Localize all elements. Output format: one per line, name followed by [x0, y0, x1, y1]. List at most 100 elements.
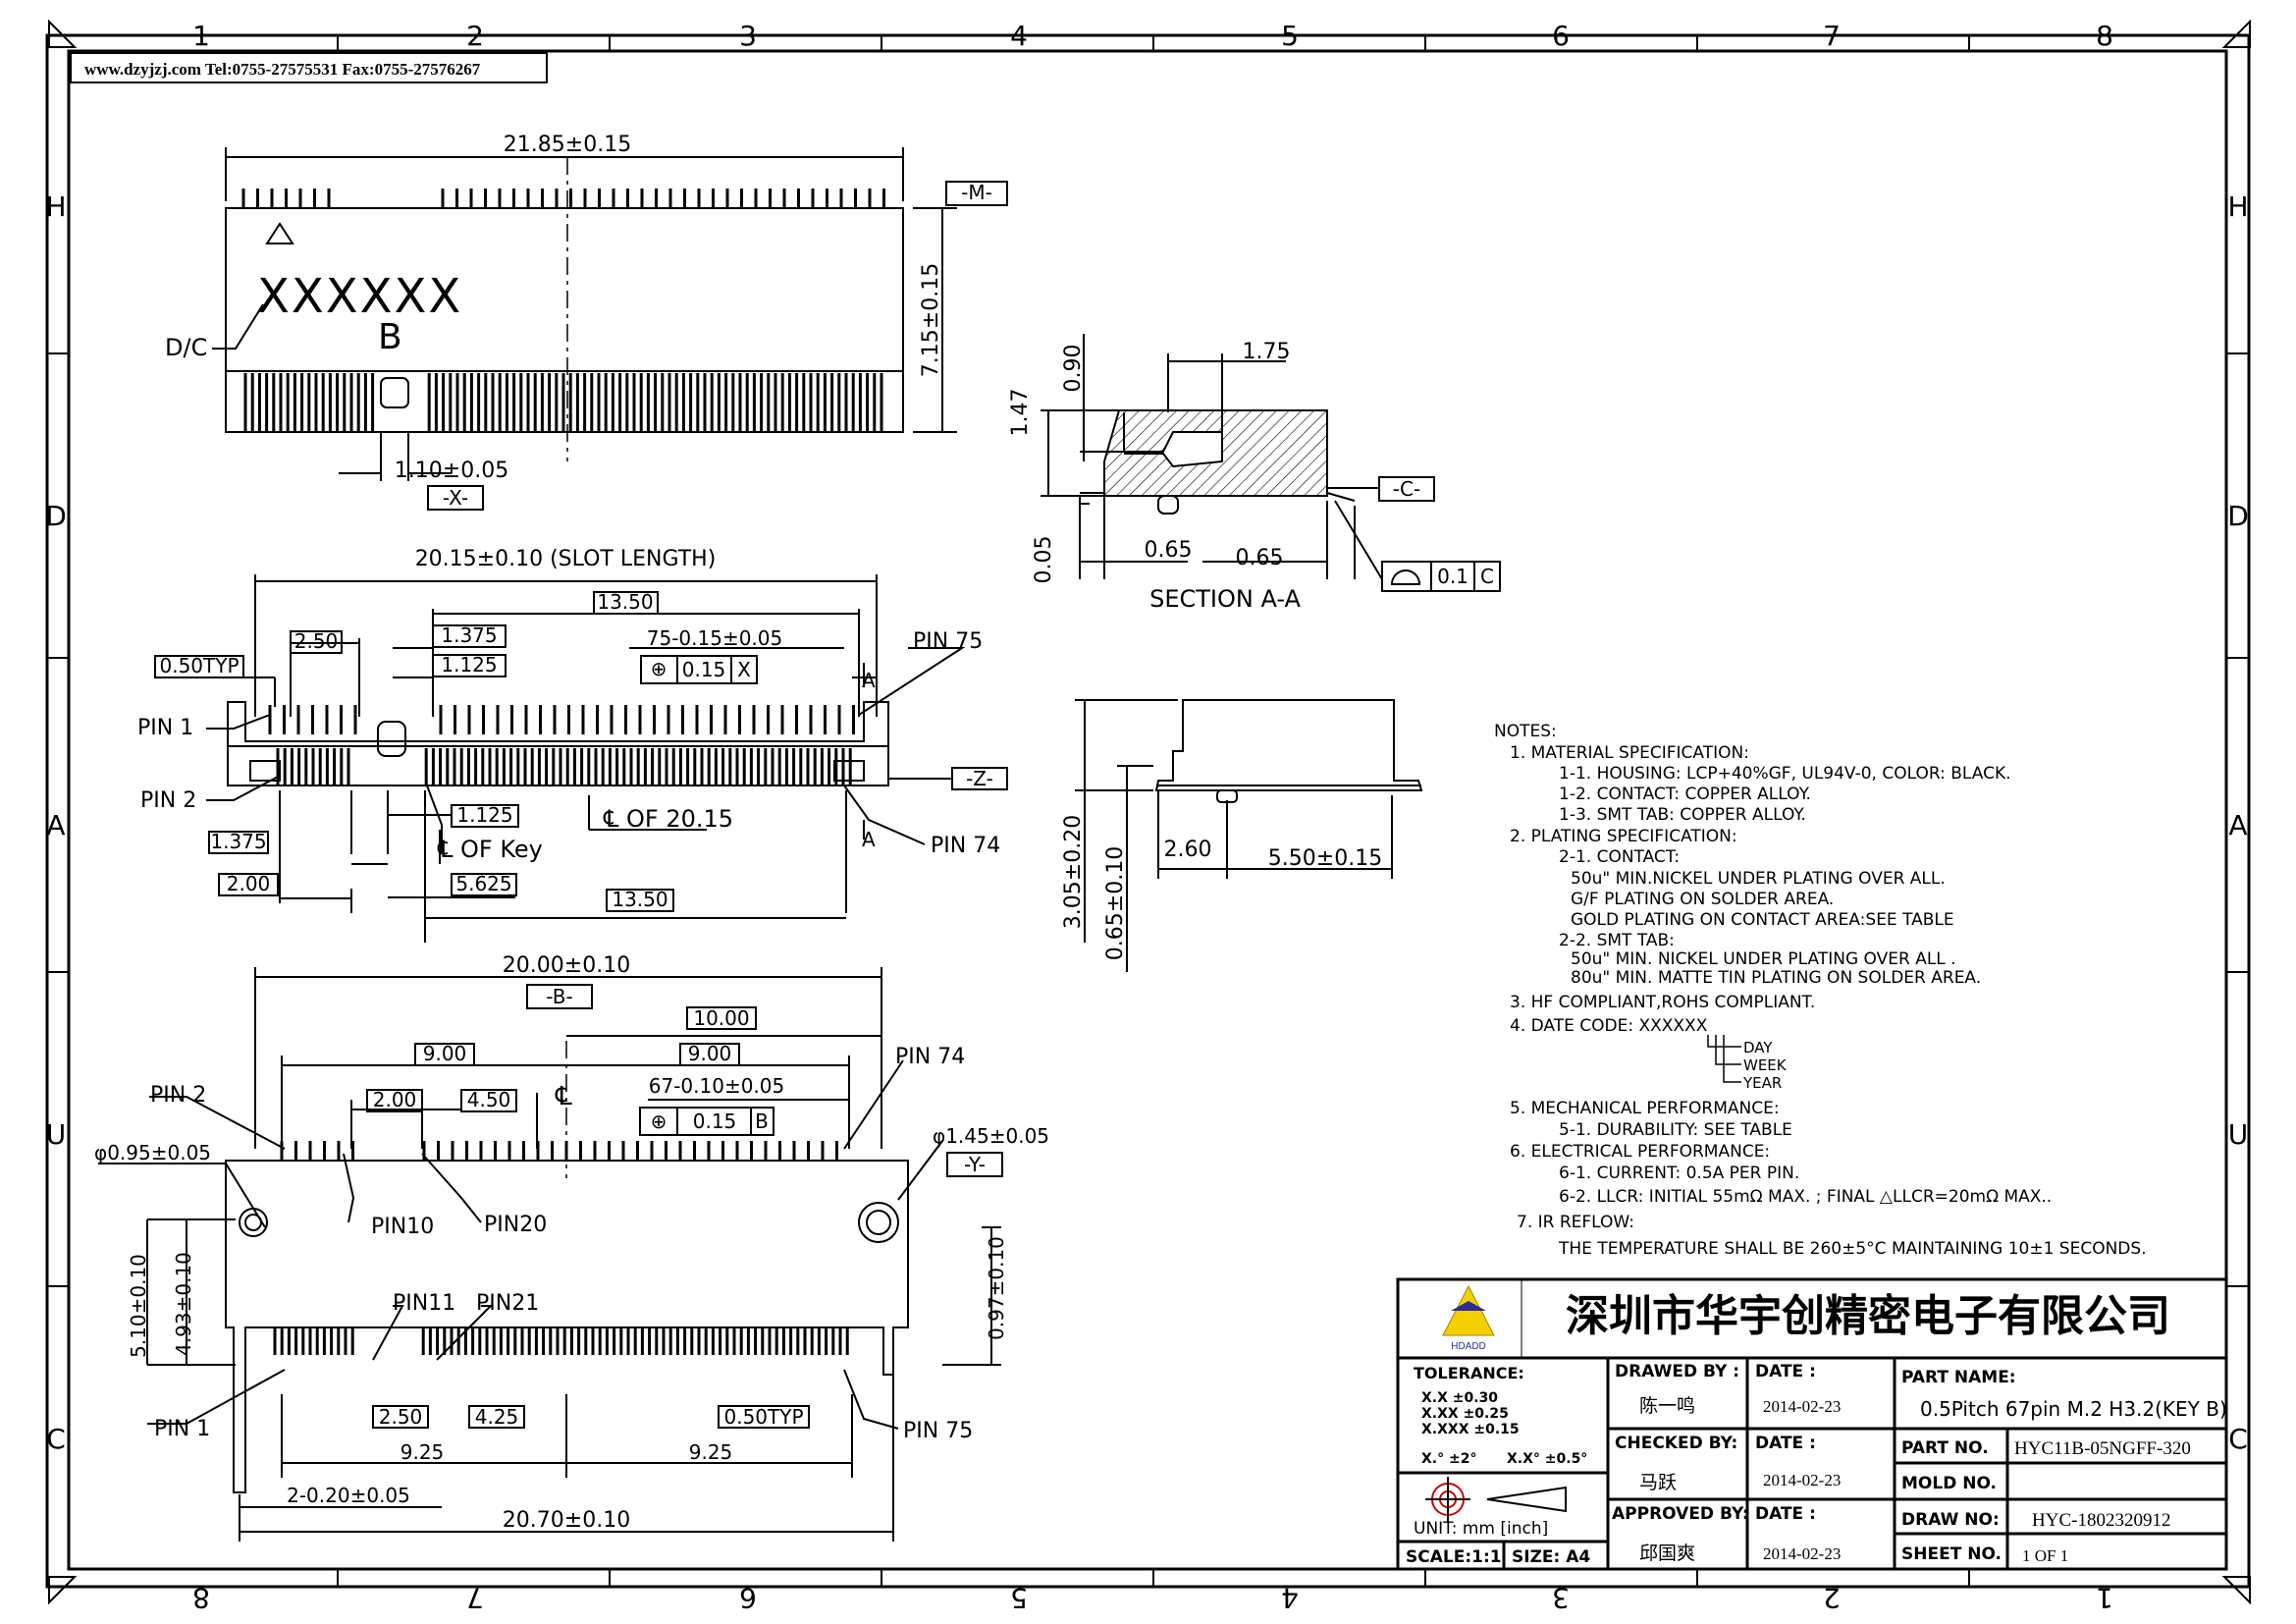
hole-0-95: φ0.95±0.05 [94, 1141, 211, 1164]
note-7-1: THE TEMPERATURE SHALL BE 260±5°C MAINTAI… [1558, 1239, 2147, 1259]
dim-7-15: 7.15±0.15 [919, 263, 943, 377]
row-r-u: U [2228, 1118, 2249, 1151]
dim-9-00-left: 9.00 [423, 1042, 467, 1065]
center-of-20-15: ℄ OF 20.15 [603, 805, 733, 833]
part-name-label: PART NAME: [1901, 1368, 2016, 1387]
note-1-1: 1-1. HOUSING: LCP+40%GF, UL94V-0, COLOR:… [1559, 764, 2011, 784]
mold-no-label: MOLD NO. [1901, 1474, 1997, 1493]
part-no-label: PART NO. [1901, 1438, 1989, 1458]
gdt-position-symbol: ⊕ [651, 657, 667, 680]
dim-5-50: 5.50±0.15 [1268, 846, 1382, 871]
date-label-1: DATE : [1755, 1362, 1816, 1381]
dim-0-65-side: 0.65±0.10 [1103, 846, 1128, 960]
note-2-1-c: GOLD PLATING ON CONTACT AREA:SEE TABLE [1571, 910, 1954, 930]
dim-9-00-right: 9.00 [688, 1042, 732, 1065]
dim-2-00-bot: 2.00 [373, 1088, 417, 1111]
center-mark-bot: ℄ [555, 1082, 572, 1111]
dim-1-375-top: 1.375 [441, 623, 497, 647]
dim-75-pitch: 75-0.15±0.05 [647, 626, 783, 650]
pin-21-label: PIN21 [476, 1291, 539, 1316]
note-6: 6. ELECTRICAL PERFORMANCE: [1510, 1142, 1770, 1162]
checked-by-label: CHECKED BY: [1615, 1434, 1737, 1453]
dim-2-60: 2.60 [1164, 838, 1212, 862]
datum-b: -B- [546, 985, 572, 1008]
center-of-key: ℄ OF Key [437, 836, 543, 863]
date-3: 2014-02-23 [1763, 1544, 1841, 1563]
gdt-position-symbol-bot: ⊕ [651, 1110, 667, 1133]
dc-label: D/C [165, 334, 207, 361]
column-labels-top: 1 2 3 4 5 6 7 8 [192, 20, 2113, 52]
tolerance-label: TOLERANCE: [1414, 1364, 1524, 1382]
middle-view [154, 574, 1008, 943]
row-r-h: H [2227, 190, 2248, 223]
flat-tol-value: 0.1 [1437, 565, 1468, 588]
dim-050typ-mid: 0.50TYP [159, 654, 239, 677]
gdt-datum-b: B [755, 1110, 769, 1133]
col-2: 2 [466, 20, 484, 52]
projection-symbol [1425, 1477, 1567, 1522]
draw-no-label: DRAW NO: [1901, 1510, 2000, 1530]
col-4: 4 [1010, 20, 1028, 52]
row-l-a: A [46, 809, 65, 841]
frame-ticks [47, 35, 2249, 1587]
section-title: SECTION A-A [1149, 585, 1301, 613]
col-b-2: 2 [1823, 1582, 1841, 1614]
note-6-2: 6-2. LLCR: INITIAL 55mΩ MAX. ; FINAL △LL… [1559, 1187, 2052, 1207]
col-b-6: 6 [739, 1582, 757, 1614]
gdt-tol-value-bot: 0.15 [693, 1110, 737, 1133]
note-2-2: 2-2. SMT TAB: [1559, 931, 1675, 950]
dim-21-85: 21.85±0.15 [504, 133, 631, 157]
dim-1-10: 1.10±0.05 [395, 459, 508, 483]
key-b-label: B [378, 317, 402, 357]
side-view [1075, 699, 1423, 972]
section-a-top: A [862, 669, 876, 692]
section-a-a [1041, 334, 1501, 592]
note-2: 2. PLATING SPECIFICATION: [1510, 827, 1737, 846]
profile-surface-symbol [1390, 569, 1421, 585]
sheet-no: 1 OF 1 [2022, 1546, 2068, 1565]
date-code-year: YEAR [1742, 1074, 1782, 1092]
note-2-2-a: 50u" MIN. NICKEL UNDER PLATING OVER ALL … [1571, 949, 1956, 969]
row-l-d: D [45, 500, 67, 532]
note-2-1-b: G/F PLATING ON SOLDER AREA. [1571, 890, 1834, 909]
col-5: 5 [1281, 20, 1299, 52]
logo-text: HDADD [1451, 1341, 1486, 1352]
dim-2-0-20: 2-0.20±0.05 [287, 1484, 410, 1507]
datum-x: -X- [443, 486, 468, 510]
dim-0-65-right: 0.65 [1236, 546, 1284, 570]
col-1: 1 [192, 20, 210, 52]
note-3: 3. HF COMPLIANT,ROHS COMPLIANT. [1510, 993, 1815, 1012]
approved-by: 邱国爽 [1639, 1543, 1695, 1564]
tolerance-section: TOLERANCE: X.X ±0.30 X.XX ±0.25 X.XXX ±0… [1414, 1364, 1587, 1467]
note-1: 1. MATERIAL SPECIFICATION: [1510, 743, 1749, 763]
dim-0-97: 0.97±0.10 [985, 1236, 1008, 1340]
dim-1-375-bot: 1.375 [210, 830, 266, 853]
dim-2-00-mid: 2.00 [227, 872, 271, 895]
unit-label: UNIT: mm [inch] [1414, 1519, 1548, 1539]
drawn-by-label: DRAWED BY : [1615, 1362, 1739, 1381]
pin-11-label: PIN11 [393, 1291, 455, 1316]
tol-angle-1: X.° ±2° [1421, 1451, 1476, 1467]
note-5-1: 5-1. DURABILITY: SEE TABLE [1559, 1120, 1792, 1140]
date-code-week: WEEK [1743, 1056, 1788, 1074]
company-name: 深圳市华宇创精密电子有限公司 [1566, 1291, 2170, 1341]
dim-4-93: 4.93±0.10 [172, 1252, 195, 1356]
draw-no: HYC-1802320912 [2032, 1510, 2170, 1531]
sheet-no-label: SHEET NO. [1901, 1544, 2002, 1564]
pin-20-label: PIN20 [484, 1213, 547, 1237]
pin-75-mid: PIN 75 [913, 629, 983, 654]
checked-by: 马跃 [1639, 1472, 1677, 1493]
row-r-d: D [2227, 500, 2249, 532]
dim-0-90: 0.90 [1061, 345, 1086, 393]
inner-frame [67, 49, 2228, 1571]
approved-by-label: APPROVED BY: [1612, 1504, 1749, 1524]
pin-2-bot: PIN 2 [150, 1083, 206, 1108]
col-8: 8 [2096, 20, 2113, 52]
company-logo: HDADD [1442, 1284, 1495, 1352]
dim-67-pitch: 67-0.10±0.05 [649, 1074, 785, 1098]
dim-2-50: 2.50 [294, 629, 339, 653]
dim-20-70: 20.70±0.10 [503, 1508, 630, 1533]
date-2: 2014-02-23 [1763, 1471, 1841, 1489]
pin-2-mid: PIN 2 [140, 788, 196, 813]
